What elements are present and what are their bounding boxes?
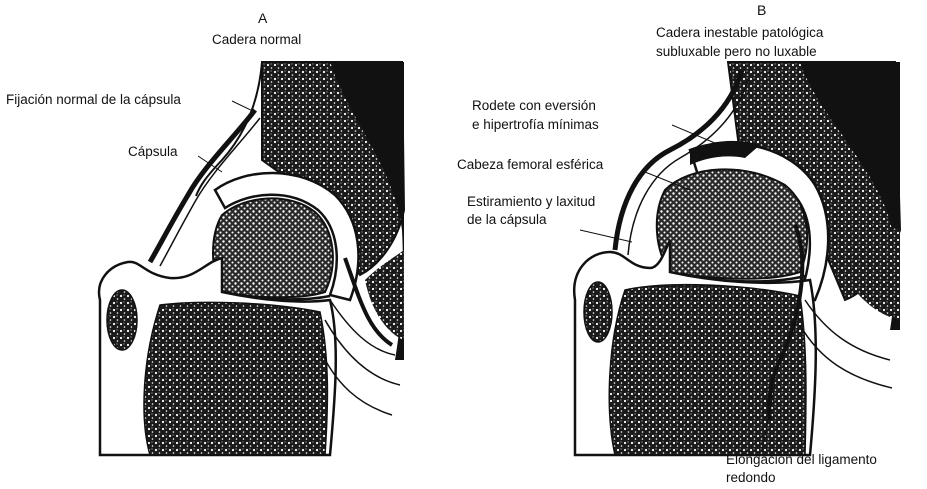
panel-a-femoral-metaphysis xyxy=(144,302,327,455)
panel-b-title-line2: subluxable pero no luxable xyxy=(656,44,817,60)
panel-b-title-line1: Cadera inestable patológica xyxy=(656,25,823,41)
panel-b-illustration xyxy=(574,62,900,455)
panel-b-label-capsule-line1: Estiramiento y laxitud xyxy=(467,194,595,210)
panel-b-letter: B xyxy=(757,2,766,18)
panel-b-label-femoral-head: Cabeza femoral esférica xyxy=(457,157,603,173)
panel-a-label-capsule: Cápsula xyxy=(128,144,178,160)
panel-a-trochanter-nucleus xyxy=(107,290,137,350)
panel-a-letter: A xyxy=(258,10,267,26)
panel-a-femoral-head xyxy=(213,198,333,297)
panel-b-label-labrum-line1: Rodete con eversión xyxy=(472,98,596,114)
panel-a-title: Cadera normal xyxy=(212,32,301,48)
panel-b-leader-capsule xyxy=(580,230,632,242)
panel-b-label-ligament-line2: redondo xyxy=(726,470,776,486)
panel-b-label-labrum-line2: e hipertrofía mínimas xyxy=(472,117,599,133)
panel-b-label-ligament-line1: Elongación del ligamento xyxy=(726,452,877,468)
panel-b-label-capsule-line2: de la cápsula xyxy=(467,212,547,228)
panel-b-trochanter-nucleus xyxy=(584,282,612,342)
panel-a-label-capsule-attachment: Fijación normal de la cápsula xyxy=(6,92,181,108)
panel-a-illustration xyxy=(99,62,404,455)
panel-a-leader-attachment xyxy=(232,101,255,112)
